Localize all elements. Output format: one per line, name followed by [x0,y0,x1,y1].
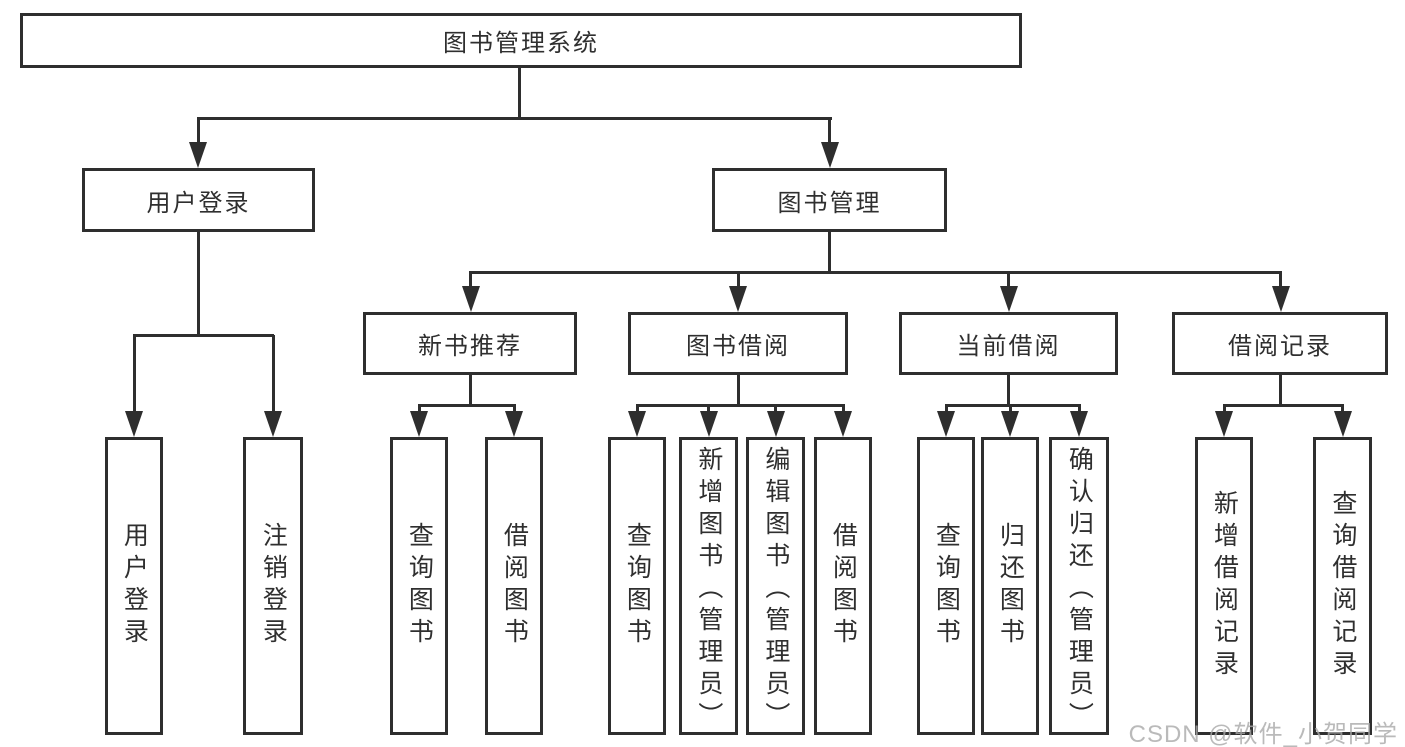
arrow-down-icon [1001,411,1019,437]
connector-line [196,232,200,336]
arrow-down-icon [189,142,207,168]
arrow-down-icon [999,286,1018,312]
node-new-book-recommend: 新书推荐 [363,312,577,375]
arrow-down-icon [820,142,839,168]
node-current-borrow: 当前借阅 [899,312,1118,375]
arrow-down-icon [1271,286,1290,312]
leaf-logout-login: 注销登录 [243,437,303,735]
connector-line [1007,272,1010,290]
connector-line [944,403,1081,407]
connector-line [635,403,845,407]
leaf-confirm-return-admin: 确认归还（管理员） [1049,437,1109,735]
arrow-down-icon [264,411,282,437]
connector-line [1222,405,1226,415]
connector-line [944,405,948,415]
connector-line [841,405,845,415]
node-user-login: 用户登录 [82,168,315,232]
arrow-down-icon [699,411,718,437]
connector-line [469,272,472,290]
arrow-down-icon [505,411,523,437]
connector-line [132,335,136,413]
connector-line [707,405,710,415]
connector-line [736,375,740,406]
csdn-watermark: CSDN @软件_小贺同学 [1128,721,1398,747]
arrow-down-icon [766,411,785,437]
connector-line [1278,375,1282,406]
arrow-down-icon [125,411,143,437]
leaf-return-books: 归还图书 [981,437,1039,735]
leaf-query-borrow-record: 查询借阅记录 [1313,437,1372,735]
leaf-borrow-books: 借阅图书 [814,437,872,735]
connector-line [1007,375,1010,406]
connector-line [417,403,516,407]
connector-line [1279,272,1282,290]
connector-line [1077,405,1081,415]
leaf-edit-books-admin: 编辑图书（管理员） [746,437,805,735]
connector-line [196,118,200,145]
connector-line [517,68,521,119]
connector-line [1222,403,1344,407]
node-library-management-system: 图书管理系统 [20,13,1022,68]
leaf-query-books-borrow: 查询图书 [608,437,666,735]
arrow-down-icon [729,286,747,312]
connector-line [271,335,275,413]
connector-line [512,405,516,415]
connector-line [132,333,274,337]
leaf-add-borrow-record: 新增借阅记录 [1195,437,1253,735]
connector-line [1341,405,1344,415]
connector-line [635,405,639,415]
connector-line [469,270,1282,274]
leaf-borrow-books-recommend: 借阅图书 [485,437,543,735]
connector-line [774,405,777,415]
arrow-down-icon [937,411,955,437]
node-borrow-records: 借阅记录 [1172,312,1388,375]
arrow-down-icon [410,411,428,437]
connector-line [828,232,831,274]
leaf-user-login: 用户登录 [105,437,163,735]
connector-line [417,405,421,415]
leaf-query-books-current: 查询图书 [917,437,975,735]
arrow-down-icon [834,411,852,437]
connector-line [828,118,831,145]
connector-line [1008,405,1012,415]
arrow-down-icon [1333,411,1352,437]
arrow-down-icon [461,286,480,312]
connector-line [196,116,832,120]
leaf-query-books-recommend: 查询图书 [390,437,448,735]
arrow-down-icon [628,411,646,437]
connector-line [468,375,472,406]
arrow-down-icon [1215,411,1233,437]
arrow-down-icon [1070,411,1088,437]
connector-line [736,272,740,290]
node-book-management: 图书管理 [712,168,947,232]
node-book-borrow: 图书借阅 [628,312,848,375]
leaf-add-books-admin: 新增图书（管理员） [679,437,738,735]
